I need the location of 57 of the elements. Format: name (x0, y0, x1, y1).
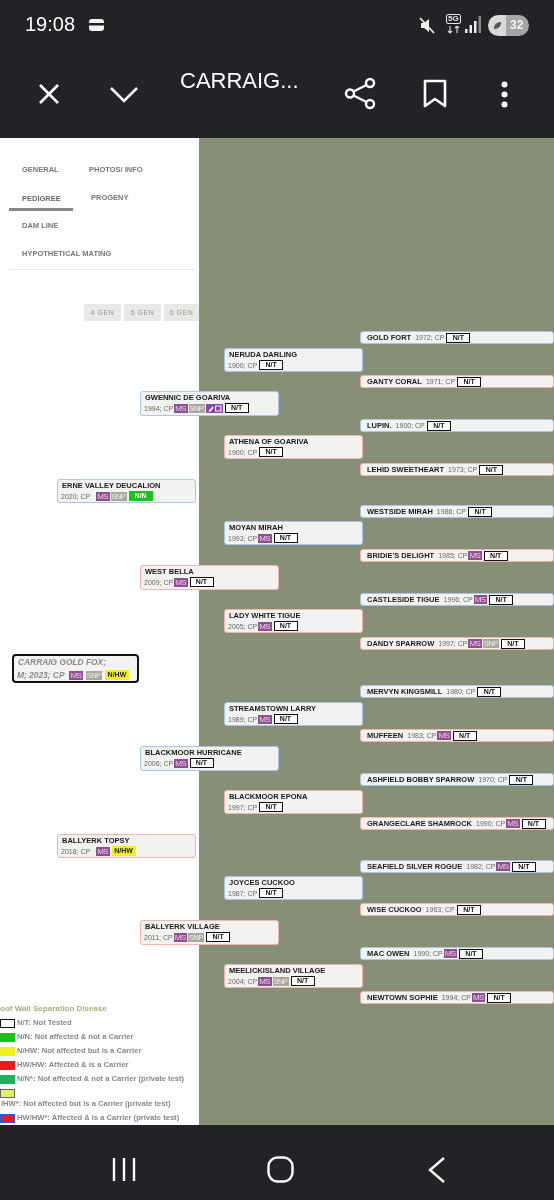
ancestor-card (360, 505, 554, 518)
ancestor-card (224, 435, 363, 459)
legend-heading: oof Wall Separation Disease (0, 1004, 107, 1014)
ancestor-card (360, 549, 554, 562)
ancestor-card (360, 860, 554, 873)
ms-tag: MS (174, 403, 188, 413)
ms-tag: MS (258, 533, 272, 543)
ancestor-card (224, 609, 363, 633)
ms-tag: MS (471, 993, 486, 1002)
ancestor-card (360, 593, 554, 606)
ancestor-card (360, 903, 554, 916)
ancestor-card (360, 463, 554, 476)
ancestor-card (360, 685, 554, 698)
ms-tag: MS (258, 714, 272, 724)
ancestor-card (224, 521, 363, 545)
subject-card (12, 654, 139, 683)
ancestor-card (224, 348, 363, 372)
ancestor-card (140, 391, 279, 416)
ms-tag: MS (468, 639, 482, 648)
ancestor-card (360, 375, 554, 388)
ms-tag: MS (69, 670, 83, 680)
battery-level: 32 (510, 17, 524, 34)
ancestor-card (224, 876, 363, 900)
ms-tag: MS (174, 758, 188, 768)
ancestor-card (360, 419, 554, 432)
ms-tag: MS (96, 491, 110, 501)
ancestor-card (360, 773, 554, 786)
ancestor-card (140, 565, 279, 590)
ancestor-card (224, 964, 363, 988)
ms-tag: MS (96, 846, 110, 856)
ms-tag: MS (258, 621, 272, 631)
ms-tag: MS (506, 819, 520, 828)
ms-tag: MS (437, 731, 451, 740)
ms-tag: MS (443, 949, 457, 958)
ancestor-card (140, 746, 279, 771)
horse-details: M; 2023; CP (17, 670, 65, 680)
ancestor-card (224, 702, 363, 726)
ms-tag: MS (174, 577, 188, 587)
ancestor-card (360, 331, 554, 344)
ms-tag: MS (496, 862, 510, 871)
ancestor-card (57, 479, 196, 503)
status-time: 19:08 (25, 12, 76, 36)
ancestor-card (140, 920, 279, 945)
ms-tag: MS (473, 595, 487, 604)
ms-tag: MS (173, 932, 187, 942)
ancestor-card (360, 729, 554, 742)
ancestor-card (360, 637, 554, 650)
ms-tag: MS (468, 551, 482, 560)
ancestor-card (224, 790, 363, 814)
ancestor-card (360, 817, 554, 830)
ancestor-card (57, 834, 196, 858)
network-type: 5G (446, 14, 461, 24)
page-title: CARRAIG... (180, 68, 299, 94)
ancestor-card (360, 991, 554, 1004)
ancestor-card (360, 947, 554, 960)
horse-name: CARRAIG GOLD FOX; (18, 657, 106, 667)
ms-tag: MS (258, 976, 272, 986)
